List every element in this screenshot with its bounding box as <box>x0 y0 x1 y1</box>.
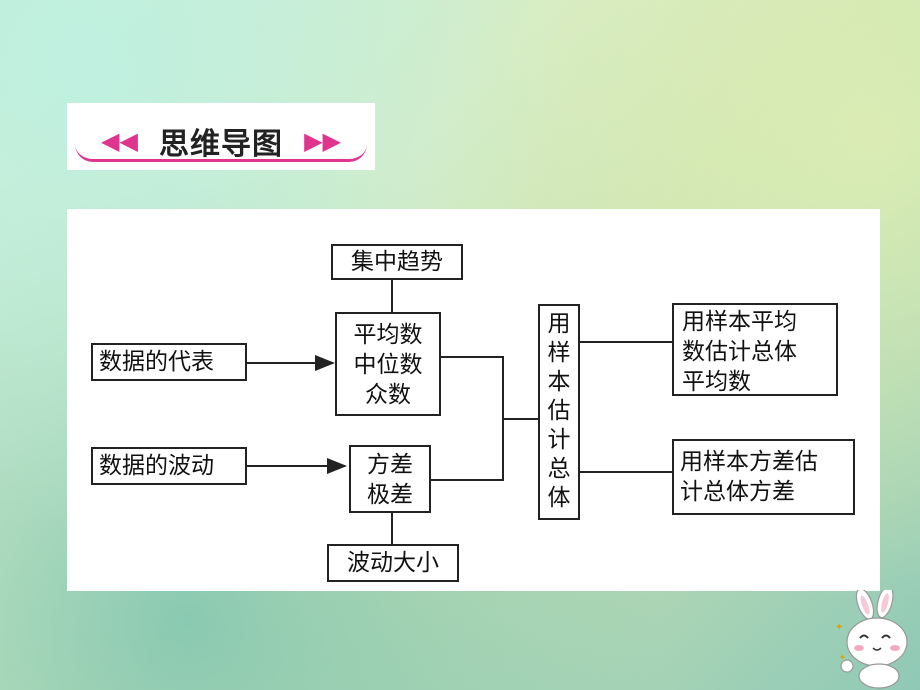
vchar-0: 用 <box>547 311 571 337</box>
label-mode: 众数 <box>365 382 411 408</box>
double-chevron-right-icon: ▶▶ <box>304 127 341 155</box>
mean-line-0: 用样本平均 <box>682 309 797 335</box>
mean-line-2: 平均数 <box>682 369 751 395</box>
box-sample-estimate-population: 用 样 本 估 计 总 体 <box>538 304 580 520</box>
vchar-5: 总 <box>547 456 571 482</box>
bracket-merge <box>431 356 504 481</box>
label-range: 极差 <box>367 482 413 508</box>
vchar-6: 体 <box>547 485 571 511</box>
label-mean: 平均数 <box>353 322 423 348</box>
box-estimate-mean: 用样本平均 数估计总体 平均数 <box>672 303 838 396</box>
vchar-2: 本 <box>547 369 571 395</box>
variance-line-1: 计总体方差 <box>680 479 795 505</box>
mind-map-panel: 集中趋势 平均数 中位数 众数 数据的代表 数据的波动 方差 极差 波动大小 用… <box>67 209 880 591</box>
double-chevron-left-icon: ◀◀ <box>101 127 138 155</box>
vchar-3: 估 <box>547 398 571 424</box>
bunny-mascot-icon: ✦ ✦ <box>835 590 908 689</box>
box-center-measures: 平均数 中位数 众数 <box>335 312 441 416</box>
box-data-representative: 数据的代表 <box>91 343 247 381</box>
svg-text:✦: ✦ <box>835 622 843 633</box>
label-median: 中位数 <box>353 352 423 378</box>
box-spread-measures: 方差 极差 <box>349 445 431 513</box>
vchar-1: 样 <box>547 340 571 366</box>
box-central-tendency: 集中趋势 <box>331 244 463 280</box>
variance-line-0: 用样本方差估 <box>680 449 818 475</box>
label-variance: 方差 <box>367 452 413 478</box>
box-fluctuation-size: 波动大小 <box>327 544 459 582</box>
header-badge: ◀◀ 思维导图 ▶▶ <box>67 103 375 170</box>
header-underline: ◀◀ 思维导图 ▶▶ <box>75 113 367 162</box>
page-title: 思维导图 <box>159 127 283 162</box>
box-estimate-variance: 用样本方差估 计总体方差 <box>672 439 855 515</box>
mean-line-1: 数估计总体 <box>682 339 797 365</box>
vchar-4: 计 <box>547 427 571 453</box>
box-data-fluctuation: 数据的波动 <box>91 447 247 485</box>
connector-lines <box>245 279 672 544</box>
svg-text:✦: ✦ <box>839 653 846 662</box>
